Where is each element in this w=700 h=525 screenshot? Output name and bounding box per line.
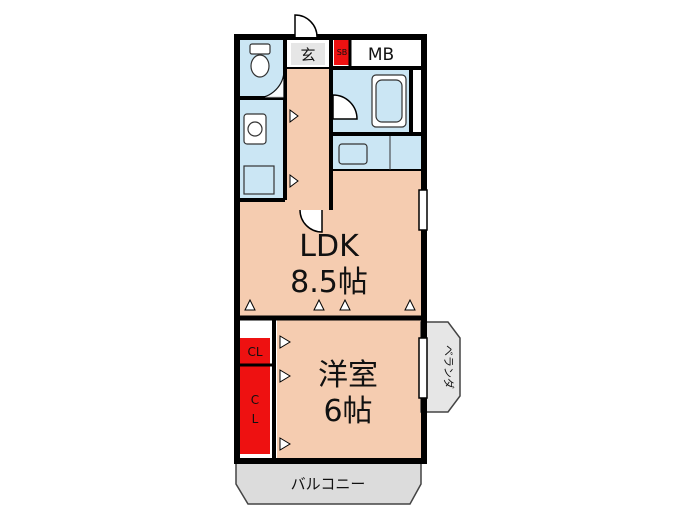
entrance-label-bg <box>291 43 325 65</box>
balcony-label: バルコニー <box>291 475 366 493</box>
sink-icon <box>338 143 368 165</box>
western-room-label: 洋室 <box>318 358 378 393</box>
closet-large-label-c: C <box>251 393 259 407</box>
ldk-size: 8.5帖 <box>290 265 368 300</box>
bathtub-icon <box>371 74 407 128</box>
toilet-icon <box>249 43 271 78</box>
veranda-label: ベランダ <box>442 345 456 389</box>
washroom-door <box>255 69 285 99</box>
entrance-door <box>294 14 318 38</box>
laundry-space-icon <box>243 165 275 195</box>
closet-small-label: CL <box>247 345 262 359</box>
sliding-door-markers <box>244 109 416 451</box>
entrance-label: 玄 <box>300 46 315 64</box>
windows <box>418 189 428 399</box>
walls <box>234 34 427 464</box>
meter-box-label: MB <box>368 45 394 65</box>
washbasin-icon <box>243 113 267 145</box>
closet-small <box>240 338 270 364</box>
closet-large-label-l: L <box>252 412 259 426</box>
western-floor <box>277 318 421 458</box>
shoe-box-label: SB <box>337 48 348 57</box>
bath-door <box>332 94 358 120</box>
ldk-label: LDK <box>299 229 360 264</box>
western-room-size: 6帖 <box>323 394 372 429</box>
shoe-box <box>334 40 350 65</box>
hallway-floor <box>287 68 329 208</box>
ldk-door <box>299 209 323 233</box>
closet-large <box>240 366 270 454</box>
